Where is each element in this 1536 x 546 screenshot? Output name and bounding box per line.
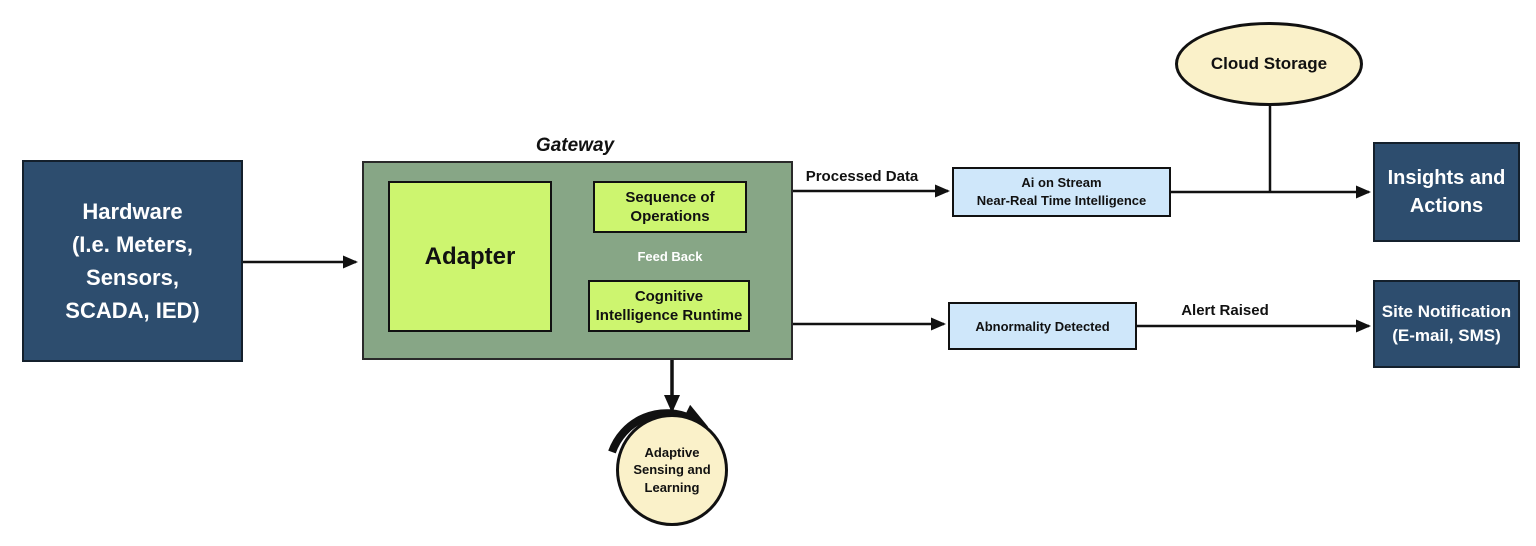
feed-back-edge-label: Feed Back (637, 249, 703, 264)
ai-on-stream-node: Ai on Stream Near-Real Time Intelligence (952, 167, 1171, 217)
adapter-node: Adapter (388, 181, 552, 332)
processed-data-edge-label: Processed Data (805, 168, 919, 185)
alert-raised-edge-label: Alert Raised (1181, 302, 1269, 319)
insights-and-actions-node: Insights and Actions (1373, 142, 1520, 242)
cloud-storage-node: Cloud Storage (1175, 22, 1363, 106)
gateway-title: Gateway (535, 135, 615, 156)
cognitive-intelligence-runtime-node: Cognitive Intelligence Runtime (588, 280, 750, 332)
abnormality-detected-node: Abnormality Detected (948, 302, 1137, 350)
site-notification-node: Site Notification (E-mail, SMS) (1373, 280, 1520, 368)
sequence-of-operations-node: Sequence of Operations (593, 181, 747, 233)
hardware-node: Hardware (I.e. Meters, Sensors, SCADA, I… (22, 160, 243, 362)
adaptive-sensing-learning-node: Adaptive Sensing and Learning (616, 414, 728, 526)
